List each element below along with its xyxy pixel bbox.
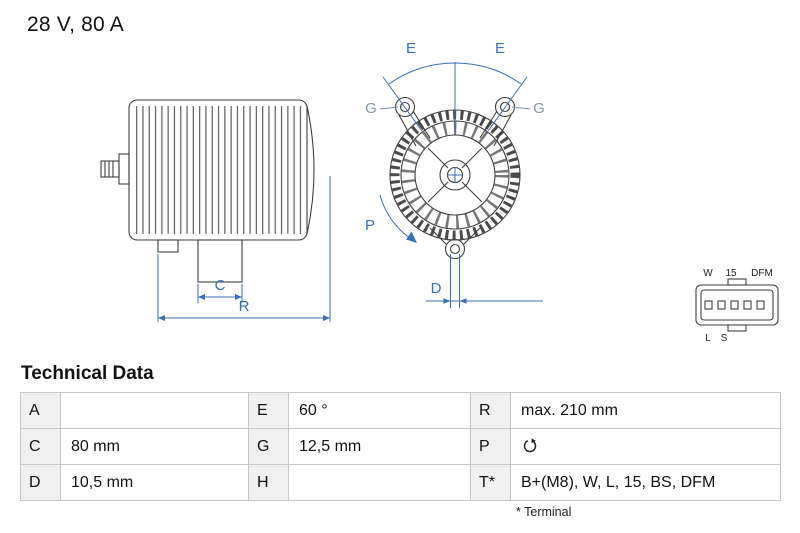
pin-label-w: W (703, 268, 713, 279)
tech-key-cell: E (248, 392, 289, 429)
dim-label-g-left: G (365, 100, 377, 117)
pin-label-s: S (721, 333, 728, 344)
technical-drawing-canvas: C R (100, 40, 779, 344)
terminal-footnote: * Terminal (516, 505, 572, 519)
dim-label-p: P (365, 217, 375, 234)
dim-label-r: R (239, 298, 250, 315)
tech-value-cell: 60 ° (288, 392, 471, 429)
technical-data-table: A E 60 ° R max. 210 mm C 80 mm G 12,5 mm… (20, 392, 781, 501)
tech-value-cell (288, 464, 471, 501)
tech-key-cell: G (248, 428, 289, 465)
table-row: C 80 mm G 12,5 mm P (20, 428, 781, 465)
tech-value-cell: B+(M8), W, L, 15, BS, DFM (510, 464, 781, 501)
dim-label-e-left: E (406, 40, 416, 57)
tech-key-cell: R (470, 392, 511, 429)
tech-value-cell: 12,5 mm (288, 428, 471, 465)
dim-label-d: D (431, 280, 442, 297)
table-row: D 10,5 mm H T* B+(M8), W, L, 15, BS, DFM (20, 464, 781, 501)
dim-label-e-right: E (495, 40, 505, 57)
tech-value-cell: 10,5 mm (60, 464, 249, 501)
tech-value-cell: 80 mm (60, 428, 249, 465)
pin-label-dfm: DFM (751, 268, 773, 279)
tech-key-cell: T* (470, 464, 511, 501)
dim-label-c: C (215, 277, 226, 294)
tech-value-cell (510, 428, 781, 465)
tech-key-cell: P (470, 428, 511, 465)
table-row: A E 60 ° R max. 210 mm (20, 392, 781, 429)
tech-value-cell (60, 392, 249, 429)
technical-data-heading: Technical Data (21, 363, 154, 384)
tech-key-cell: A (20, 392, 61, 429)
front-view-dimensions: E E G G P D (365, 40, 545, 308)
tech-key-cell: H (248, 464, 289, 501)
pin-label-15: 15 (725, 268, 737, 279)
tech-value-cell: max. 210 mm (510, 392, 781, 429)
tech-key-cell: D (20, 464, 61, 501)
page-title: 28 V, 80 A (27, 13, 124, 36)
rotation-cw-icon (521, 437, 539, 455)
alternator-side-view (100, 99, 315, 283)
pin-label-l: L (705, 333, 711, 344)
dim-label-g-right: G (533, 100, 545, 117)
tech-key-cell: C (20, 428, 61, 465)
connector-pinout: W 15 DFM L S (695, 268, 779, 344)
side-view-dimensions: C R (157, 176, 331, 322)
